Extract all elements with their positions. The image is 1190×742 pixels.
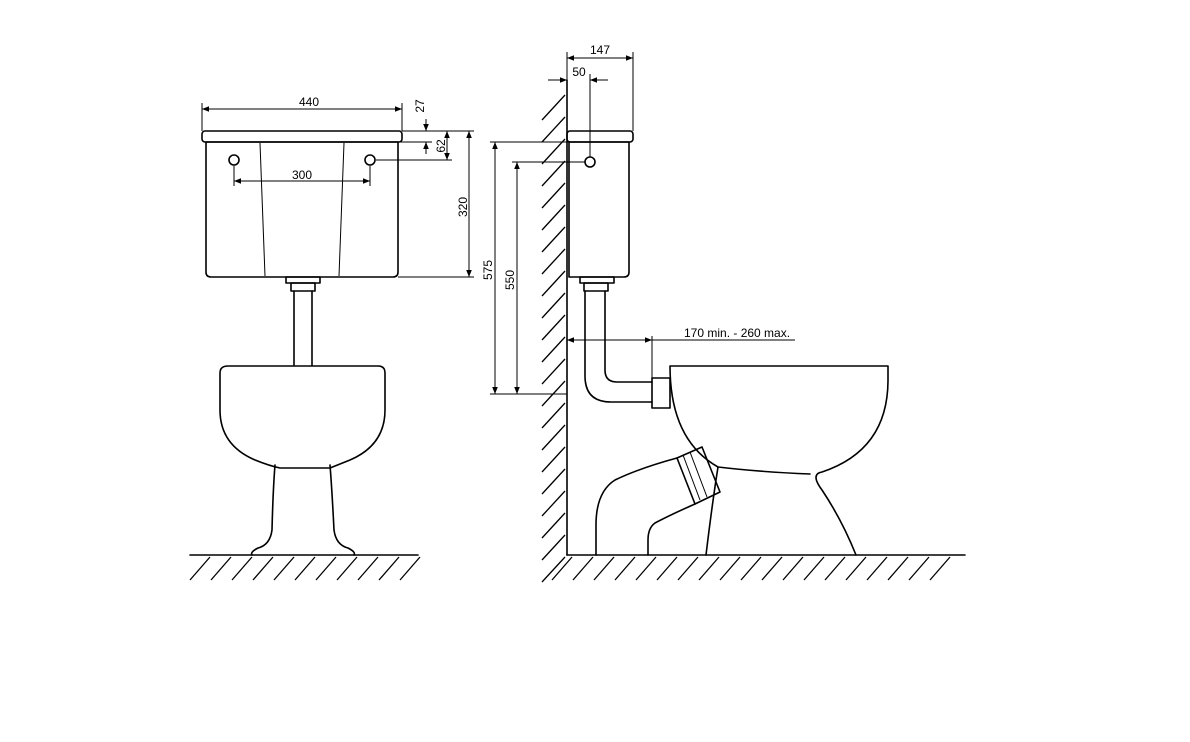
hatch-stroke xyxy=(541,424,566,451)
side-floor-hatch xyxy=(551,556,951,581)
hatch-stroke xyxy=(541,270,566,297)
dim-inlet-depth-50-label: 50 xyxy=(572,65,586,79)
hatch-stroke xyxy=(541,116,566,143)
dim-inlet-height-550-label: 550 xyxy=(503,270,517,290)
side-pipe-connector xyxy=(651,377,671,409)
dim-inlet-62: 62 xyxy=(376,130,452,161)
hatch-stroke xyxy=(698,556,720,581)
dim-total-height-575-label: 575 xyxy=(481,260,495,280)
front-floor-hatch xyxy=(189,556,421,581)
front-inlet-right xyxy=(364,154,376,166)
hatch-stroke xyxy=(541,512,566,539)
hatch-stroke xyxy=(541,402,566,429)
hatch-stroke xyxy=(541,204,566,231)
hatch-stroke xyxy=(378,556,400,581)
hatch-stroke xyxy=(541,160,566,187)
front-flush-pipe xyxy=(290,282,316,366)
side-toilet-trap xyxy=(595,457,696,556)
front-inlet-left xyxy=(228,154,240,166)
side-tank-lid xyxy=(566,130,634,143)
dim-width-440-label: 440 xyxy=(299,95,319,109)
side-outlet-horn xyxy=(676,446,721,505)
hatch-stroke xyxy=(541,556,566,583)
hatch-stroke xyxy=(541,292,566,319)
hatch-stroke xyxy=(541,182,566,209)
dim-depth-147-label: 147 xyxy=(590,43,610,57)
hatch-stroke xyxy=(887,556,909,581)
hatch-stroke xyxy=(719,556,741,581)
hatch-stroke xyxy=(593,556,615,581)
side-wall-hatch xyxy=(541,94,566,583)
hatch-stroke xyxy=(541,138,566,165)
hatch-stroke xyxy=(541,490,566,517)
hatch-stroke xyxy=(541,468,566,495)
hatch-stroke xyxy=(252,556,274,581)
hatch-stroke xyxy=(357,556,379,581)
side-toilet-bowl xyxy=(669,365,889,556)
dim-inlet-62-label: 62 xyxy=(434,139,448,153)
hatch-stroke xyxy=(929,556,951,581)
hatch-stroke xyxy=(541,248,566,275)
hatch-stroke xyxy=(572,556,594,581)
dim-inlet-height-550: 550 xyxy=(503,161,585,394)
hatch-stroke xyxy=(614,556,636,581)
hatch-stroke xyxy=(541,534,566,561)
hatch-stroke xyxy=(336,556,358,581)
hatch-stroke xyxy=(761,556,783,581)
hatch-stroke xyxy=(541,358,566,385)
side-tank xyxy=(566,130,634,284)
hatch-stroke xyxy=(541,446,566,473)
front-outlet-collar xyxy=(285,276,321,284)
front-tank-lid xyxy=(201,130,403,143)
dim-lid-27: 27 xyxy=(398,99,432,154)
hatch-stroke xyxy=(231,556,253,581)
side-inlet xyxy=(584,156,596,168)
side-tank-body xyxy=(568,141,630,278)
hatch-stroke xyxy=(541,226,566,253)
front-view: 440 27 62 320 300 xyxy=(189,95,474,581)
front-tank-seam-left xyxy=(259,142,266,277)
hatch-stroke xyxy=(740,556,762,581)
hatch-stroke xyxy=(845,556,867,581)
hatch-stroke xyxy=(541,336,566,363)
hatch-stroke xyxy=(399,556,421,581)
hatch-stroke xyxy=(866,556,888,581)
hatch-stroke xyxy=(656,556,678,581)
hatch-stroke xyxy=(803,556,825,581)
hatch-stroke xyxy=(635,556,657,581)
dim-inlet-spacing-300: 300 xyxy=(233,166,371,186)
hatch-stroke xyxy=(541,314,566,341)
front-tank-seam-right xyxy=(338,142,345,277)
hatch-stroke xyxy=(677,556,699,581)
dim-distance-170-260: 170 min. - 260 max. xyxy=(567,326,795,378)
hatch-stroke xyxy=(782,556,804,581)
hatch-stroke xyxy=(908,556,930,581)
side-flush-pipe xyxy=(583,282,671,409)
dim-depth-147: 147 xyxy=(566,43,634,131)
dim-width-440: 440 xyxy=(201,95,403,131)
hatch-stroke xyxy=(824,556,846,581)
dim-distance-170-260-label: 170 min. - 260 max. xyxy=(684,326,790,340)
dim-inlet-spacing-300-label: 300 xyxy=(292,168,312,182)
hatch-stroke xyxy=(273,556,295,581)
hatch-stroke xyxy=(189,556,211,581)
front-tank xyxy=(201,130,403,284)
dim-lid-27-label: 27 xyxy=(413,99,427,113)
hatch-stroke xyxy=(294,556,316,581)
hatch-stroke xyxy=(210,556,232,581)
hatch-stroke xyxy=(315,556,337,581)
front-tank-body xyxy=(205,141,399,278)
side-outlet-collar xyxy=(579,276,615,284)
dim-total-height-575: 575 xyxy=(481,141,569,395)
side-view: 147 50 575 550 170 min. - 260 max. xyxy=(481,43,966,583)
dim-tank-height-320-label: 320 xyxy=(456,197,470,217)
dim-inlet-depth-50: 50 xyxy=(548,65,608,157)
hatch-stroke xyxy=(541,94,566,121)
dim-tank-height-320: 320 xyxy=(398,130,474,278)
front-toilet-bowl xyxy=(219,365,386,469)
front-toilet-pedestal xyxy=(250,464,356,556)
hatch-stroke xyxy=(551,556,573,581)
